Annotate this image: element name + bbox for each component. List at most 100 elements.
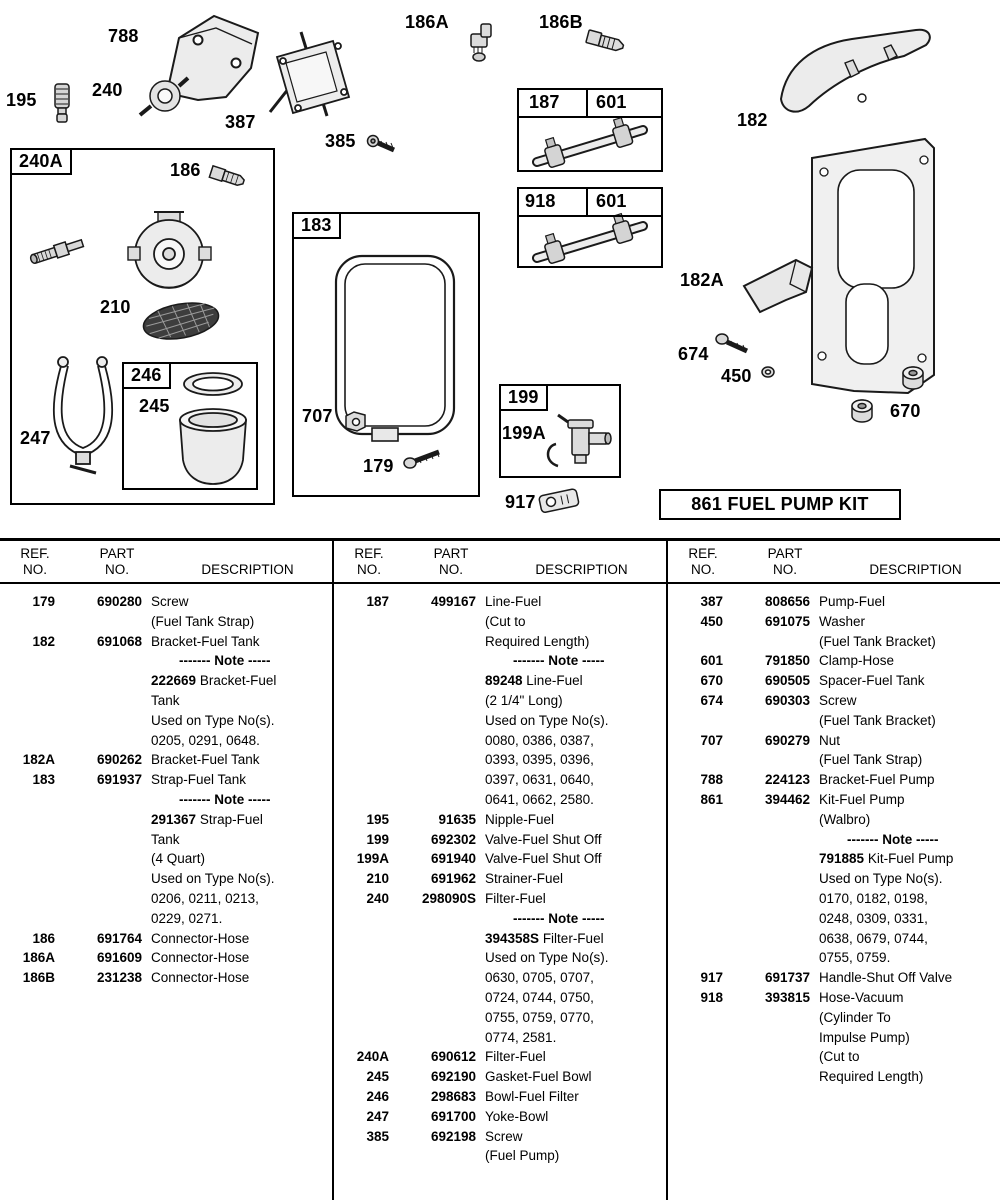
ref-no-cell: 240A — [356, 1049, 389, 1065]
header-ref-no: REF.NO. — [688, 546, 718, 577]
description-cell: Valve-Fuel Shut Off — [485, 831, 602, 847]
parts-table-row: 0170, 0182, 0198, — [668, 889, 1000, 909]
part-label-385: 385 — [325, 131, 356, 151]
ref-no-cell — [3, 889, 55, 909]
description-cell: 0248, 0309, 0331, — [819, 910, 928, 926]
ref-no-cell: 387 — [700, 594, 723, 609]
kit-title: 861 FUEL PUMP KIT — [691, 494, 869, 514]
kit-title-box: 861 FUEL PUMP KIT — [659, 489, 901, 520]
part-connector-hose-186 — [208, 164, 245, 186]
description-cell: Connector-Hose — [151, 970, 250, 986]
ref-no-cell — [337, 909, 389, 929]
part-no-cell: 808656 — [764, 594, 810, 609]
part-no-cell: 690262 — [96, 752, 142, 768]
part-no-cell: 690280 — [96, 594, 142, 609]
description-cell: (Fuel Tank Bracket) — [819, 712, 936, 728]
description-cell: (Cut to — [819, 1049, 860, 1065]
ref-no-cell — [671, 810, 723, 830]
description-cell: 0397, 0631, 0640, — [485, 772, 594, 788]
part-valve-fuel-shut-off-199a — [546, 413, 612, 468]
ref-no-cell — [3, 830, 55, 850]
part-no-cell: 691940 — [430, 851, 476, 867]
part-bracket-fuel-tank-182a — [742, 258, 814, 314]
ref-no-cell: 385 — [366, 1128, 389, 1144]
description-cell: Line-Fuel — [485, 594, 542, 609]
part-no-cell: 691737 — [764, 970, 810, 986]
part-no-cell — [398, 731, 476, 751]
part-label-674: 674 — [678, 344, 709, 364]
description-cell: Used on Type No(s). — [819, 871, 943, 887]
ref-no-cell — [337, 671, 389, 691]
ref-no-cell — [337, 691, 389, 711]
description-cell: 0630, 0705, 0707, — [485, 970, 594, 986]
part-no-cell — [732, 1028, 810, 1048]
box-187-divider — [586, 90, 588, 116]
description-cell: 222669 Bracket-Fuel — [151, 673, 277, 689]
description-cell: Strap-Fuel Tank — [151, 772, 247, 788]
part-nipple-fuel-195 — [54, 83, 70, 123]
part-no-cell — [732, 869, 810, 889]
part-no-cell — [398, 651, 476, 671]
parts-table-row: Tank — [0, 691, 332, 711]
parts-table-row: (Fuel Tank Strap) — [0, 612, 332, 632]
parts-table-row: 394358S Filter-Fuel — [334, 929, 666, 949]
ref-no-cell — [337, 790, 389, 810]
group-box-183 — [292, 212, 480, 497]
ref-no-cell: 186A — [22, 950, 55, 966]
parts-table-row: 0630, 0705, 0707, — [334, 968, 666, 988]
box-918-divider — [586, 189, 588, 215]
description-cell: Used on Type No(s). — [151, 871, 275, 887]
header-ref-no: REF.NO. — [354, 546, 384, 577]
part-no-cell — [398, 948, 476, 968]
part-label-195: 195 — [6, 90, 37, 110]
ref-no-cell — [671, 750, 723, 770]
parts-table-row: Used on Type No(s). — [0, 869, 332, 889]
part-yoke-bowl-247 — [52, 356, 114, 475]
part-no-cell: 691609 — [96, 950, 142, 966]
description-cell: Tank — [151, 692, 180, 708]
description-cell: Strainer-Fuel — [485, 871, 564, 887]
part-no-cell — [732, 1008, 810, 1028]
part-spacer-fuel-tank-670 — [851, 366, 924, 423]
part-no-cell: 692302 — [430, 831, 476, 847]
part-no-cell: 690303 — [764, 692, 810, 708]
part-no-cell — [732, 1047, 810, 1067]
part-no-cell: 692190 — [430, 1069, 476, 1085]
part-no-cell — [64, 869, 142, 889]
ref-no-cell: 210 — [366, 871, 389, 887]
ref-no-cell — [671, 711, 723, 731]
parts-table-row: (4 Quart) — [0, 849, 332, 869]
ref-no-cell — [337, 948, 389, 968]
parts-table-row: (Cut to — [334, 612, 666, 632]
ref-no-cell — [3, 790, 55, 810]
part-no-cell — [398, 1008, 476, 1028]
box-918-underline — [519, 215, 661, 217]
part-no-cell: 691068 — [96, 633, 142, 649]
ref-no-cell — [671, 632, 723, 652]
description-cell: (Fuel Pump) — [485, 1148, 560, 1164]
ref-no-cell — [3, 909, 55, 929]
ref-no-cell: 186B — [22, 970, 55, 986]
part-filter-fuel-240 — [138, 76, 190, 117]
part-no-cell — [732, 889, 810, 909]
part-connector-hose-186b — [585, 29, 625, 52]
parts-table-row: 0755, 0759. — [668, 948, 1000, 968]
parts-table-row: 0641, 0662, 2580. — [334, 790, 666, 810]
header-description: DESCRIPTION — [535, 562, 628, 577]
diagram-drawing — [29, 14, 935, 513]
part-nut-707 — [345, 411, 366, 432]
ref-no-cell — [3, 810, 55, 830]
description-cell: (4 Quart) — [151, 851, 206, 867]
